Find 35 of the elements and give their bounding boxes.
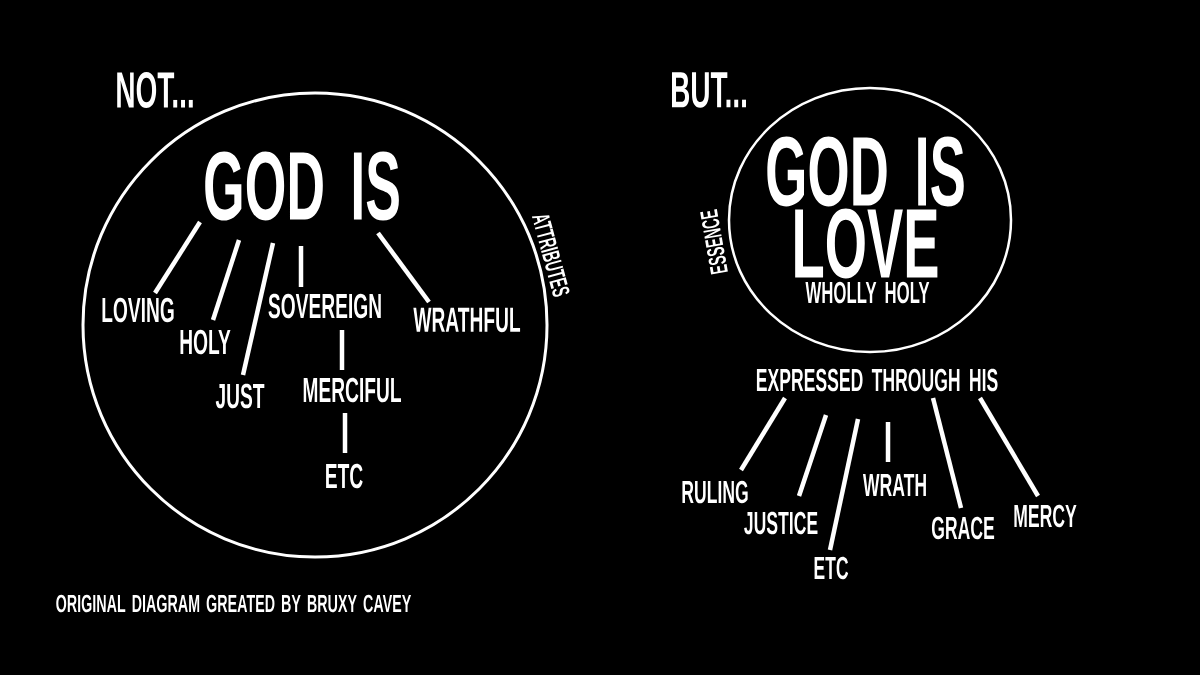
word-label: JUSTICE [744,511,818,535]
connector-line [885,422,891,462]
word-label: SOVEREIGN [268,293,381,319]
word-label: WRATHFUL [413,307,521,333]
heading: GOD IS [205,151,399,221]
heading: GOD IS LOVE [767,136,964,279]
connector-line [210,239,242,321]
subheading: WHOLLY HOLY [805,281,930,304]
connector-line [930,397,964,509]
connector-line [796,414,829,497]
word-label: ETC [326,463,363,489]
connector-line [339,330,345,370]
intro-heading: BUT... [672,72,746,108]
word-label: ETC [814,556,849,580]
connector-line [827,418,861,551]
word-label: HOLY [180,329,231,355]
word-label: MERCIFUL [303,377,401,403]
connector-line [240,242,276,376]
word-label: GRACE [931,516,995,540]
connector-line [153,220,202,295]
connector-line [298,246,304,287]
word-label: RULING [682,480,748,504]
connector-line [342,413,348,453]
side-label: ESSENCE [700,209,728,275]
side-label: ATTRIBUTES [531,215,570,297]
word-label: EXPRESSED THROUGH HIS [756,368,998,392]
word-label: WRATH [862,474,926,496]
connector-line [376,231,431,304]
word-label: JUST [215,383,265,409]
word-label: MERCY [1014,504,1077,528]
credit-line: ORIGINAL DIAGRAM GREATED BY BRUXY CAVEY [56,594,412,613]
word-label: LOVING [102,297,174,323]
connector-line [739,396,787,472]
connector-line [978,396,1040,498]
intro-heading: NOT... [117,72,193,109]
